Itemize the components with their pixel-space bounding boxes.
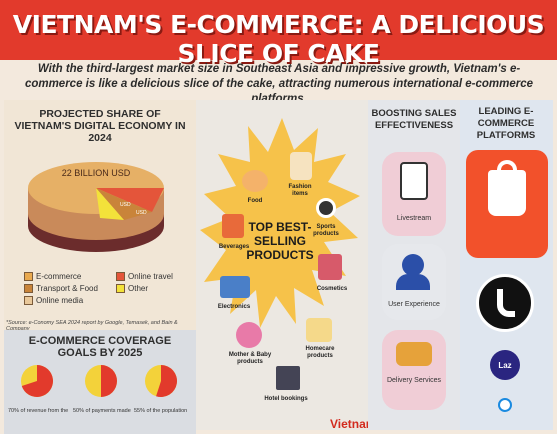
slice-other (96, 188, 124, 220)
stroller-icon (236, 322, 262, 348)
goal-pie-slice (156, 365, 177, 397)
fashion-icon (290, 152, 312, 180)
legend-item: Online media (24, 296, 83, 305)
legend-swatch (116, 284, 125, 293)
source-note: *Source: e-Conomy SEA 2024 report by Goo… (6, 320, 178, 332)
homecare-icon (306, 318, 332, 342)
legend-item: Online travel (116, 272, 173, 281)
beverages-icon (222, 214, 244, 238)
boost-card-ux (382, 244, 446, 320)
legend-swatch (24, 296, 33, 305)
goal-pie (85, 365, 117, 397)
lazada-logo: Laz (490, 350, 520, 380)
legend-item: Other (116, 284, 148, 293)
product-label: Hotel bookings (264, 396, 308, 402)
boosting-heading: BOOSTING SALES EFFECTIVENESS (371, 108, 457, 131)
sunburst (200, 118, 360, 328)
platforms-heading: LEADING E-COMMERCE PLATFORMS (476, 106, 536, 141)
slice-label: USD (120, 202, 131, 208)
product-label: Fashion items (288, 184, 312, 197)
phone-icon (400, 162, 428, 200)
boost-card-livestream (382, 152, 446, 236)
legend-item: Transport & Food (24, 284, 98, 293)
cake-total-label: 22 BILLION USD (62, 168, 131, 178)
title-banner: VIETNAM'S E-COMMERCE: A DELICIOUS SLICE … (0, 0, 557, 68)
laptop-icon (220, 276, 250, 298)
product-label: Beverages (218, 244, 250, 250)
shopee-handle-icon (497, 160, 517, 178)
product-label: Homecare products (305, 346, 335, 359)
cake-chart: 22 BILLION USD USD USD (28, 162, 164, 252)
cosmetics-icon (318, 254, 342, 280)
sports-ball-icon (316, 198, 336, 218)
goal-label: 70% of revenue from the (8, 408, 69, 414)
product-label: Mother & Baby products (228, 352, 272, 365)
tiktok-logo (476, 274, 534, 332)
slice-label: USD (136, 210, 147, 216)
food-icon (242, 170, 268, 192)
products-center-title: TOP BEST-SELLING PRODUCTS (246, 220, 314, 262)
product-label: Electronics (217, 304, 251, 310)
goal-label: 50% of payments made (73, 408, 131, 414)
hotel-icon (276, 366, 300, 390)
starburst-shape (200, 118, 360, 328)
boost-label: Delivery Services (386, 377, 442, 384)
projected-heading: PROJECTED SHARE OF VIETNAM'S DIGITAL ECO… (14, 108, 186, 144)
page-title: VIETNAM'S E-COMMERCE: A DELICIOUS SLICE … (12, 10, 545, 68)
user-icon (402, 254, 424, 276)
goal-pie (21, 365, 53, 397)
goals-heading: E-COMMERCE COVERAGE GOALS BY 2025 (28, 335, 172, 359)
legend-swatch (24, 284, 33, 293)
slice-online-travel (96, 188, 164, 212)
slice-transport-food (96, 188, 152, 220)
user-body-icon (396, 274, 430, 290)
product-label: Food (247, 198, 263, 204)
legend-swatch (116, 272, 125, 281)
goal-label: 55% of the population (134, 408, 188, 414)
goal-pie-slice (101, 365, 117, 397)
tiktok-note-icon (497, 289, 515, 317)
boost-label: Livestream (396, 215, 432, 222)
shopee-logo (466, 150, 548, 258)
boost-label: User Experience (388, 301, 440, 308)
product-label: Cosmetics (316, 286, 348, 292)
scooter-icon (396, 342, 432, 366)
legend-swatch (24, 272, 33, 281)
tiki-logo (498, 398, 512, 412)
goal-pie-slice (21, 365, 53, 397)
legend-item: E-commerce (24, 272, 81, 281)
boost-card-delivery (382, 330, 446, 410)
product-label: Sports products (313, 224, 339, 237)
goal-pie (145, 365, 177, 397)
